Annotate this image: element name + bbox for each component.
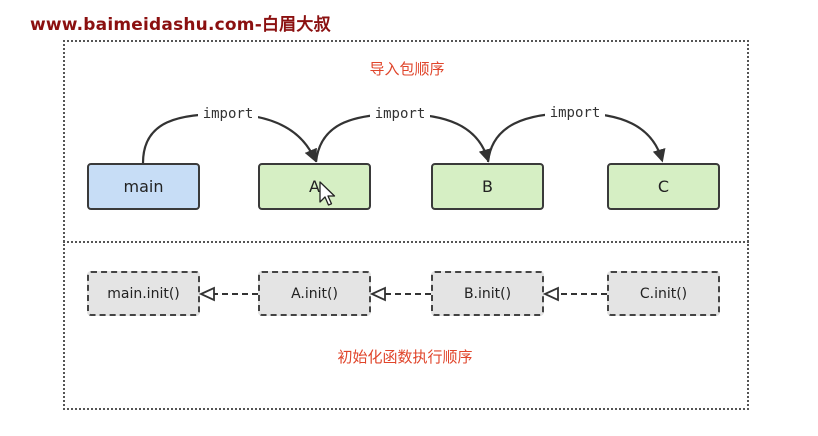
c-init-box: C.init() (607, 271, 720, 316)
b-init-box: B.init() (431, 271, 544, 316)
import-order-title: 导入包顺序 (369, 60, 445, 78)
import-label-1: import (203, 106, 254, 122)
watermark: www.baimeidashu.com-白眉大叔 (30, 15, 331, 35)
main-init-box: main.init() (87, 271, 200, 316)
import-label-2: import (375, 106, 426, 122)
import-label-bg-3 (545, 103, 605, 121)
init-arrow-a-to-main (198, 286, 258, 302)
package-c-box: C (607, 163, 720, 210)
package-a-box: A (258, 163, 371, 210)
init-arrow-c-to-b (542, 286, 607, 302)
init-order-title: 初始化函数执行顺序 (337, 348, 473, 366)
package-b-box: B (431, 163, 544, 210)
import-label-3: import (550, 105, 601, 121)
import-label-bg-1 (198, 104, 258, 122)
init-arrow-b-to-a (369, 286, 431, 302)
diagram-frame (63, 40, 749, 410)
section-divider (63, 241, 749, 243)
a-init-box: A.init() (258, 271, 371, 316)
import-label-bg-2 (370, 104, 430, 122)
package-main-box: main (87, 163, 200, 210)
mouse-pointer-icon (319, 181, 336, 206)
